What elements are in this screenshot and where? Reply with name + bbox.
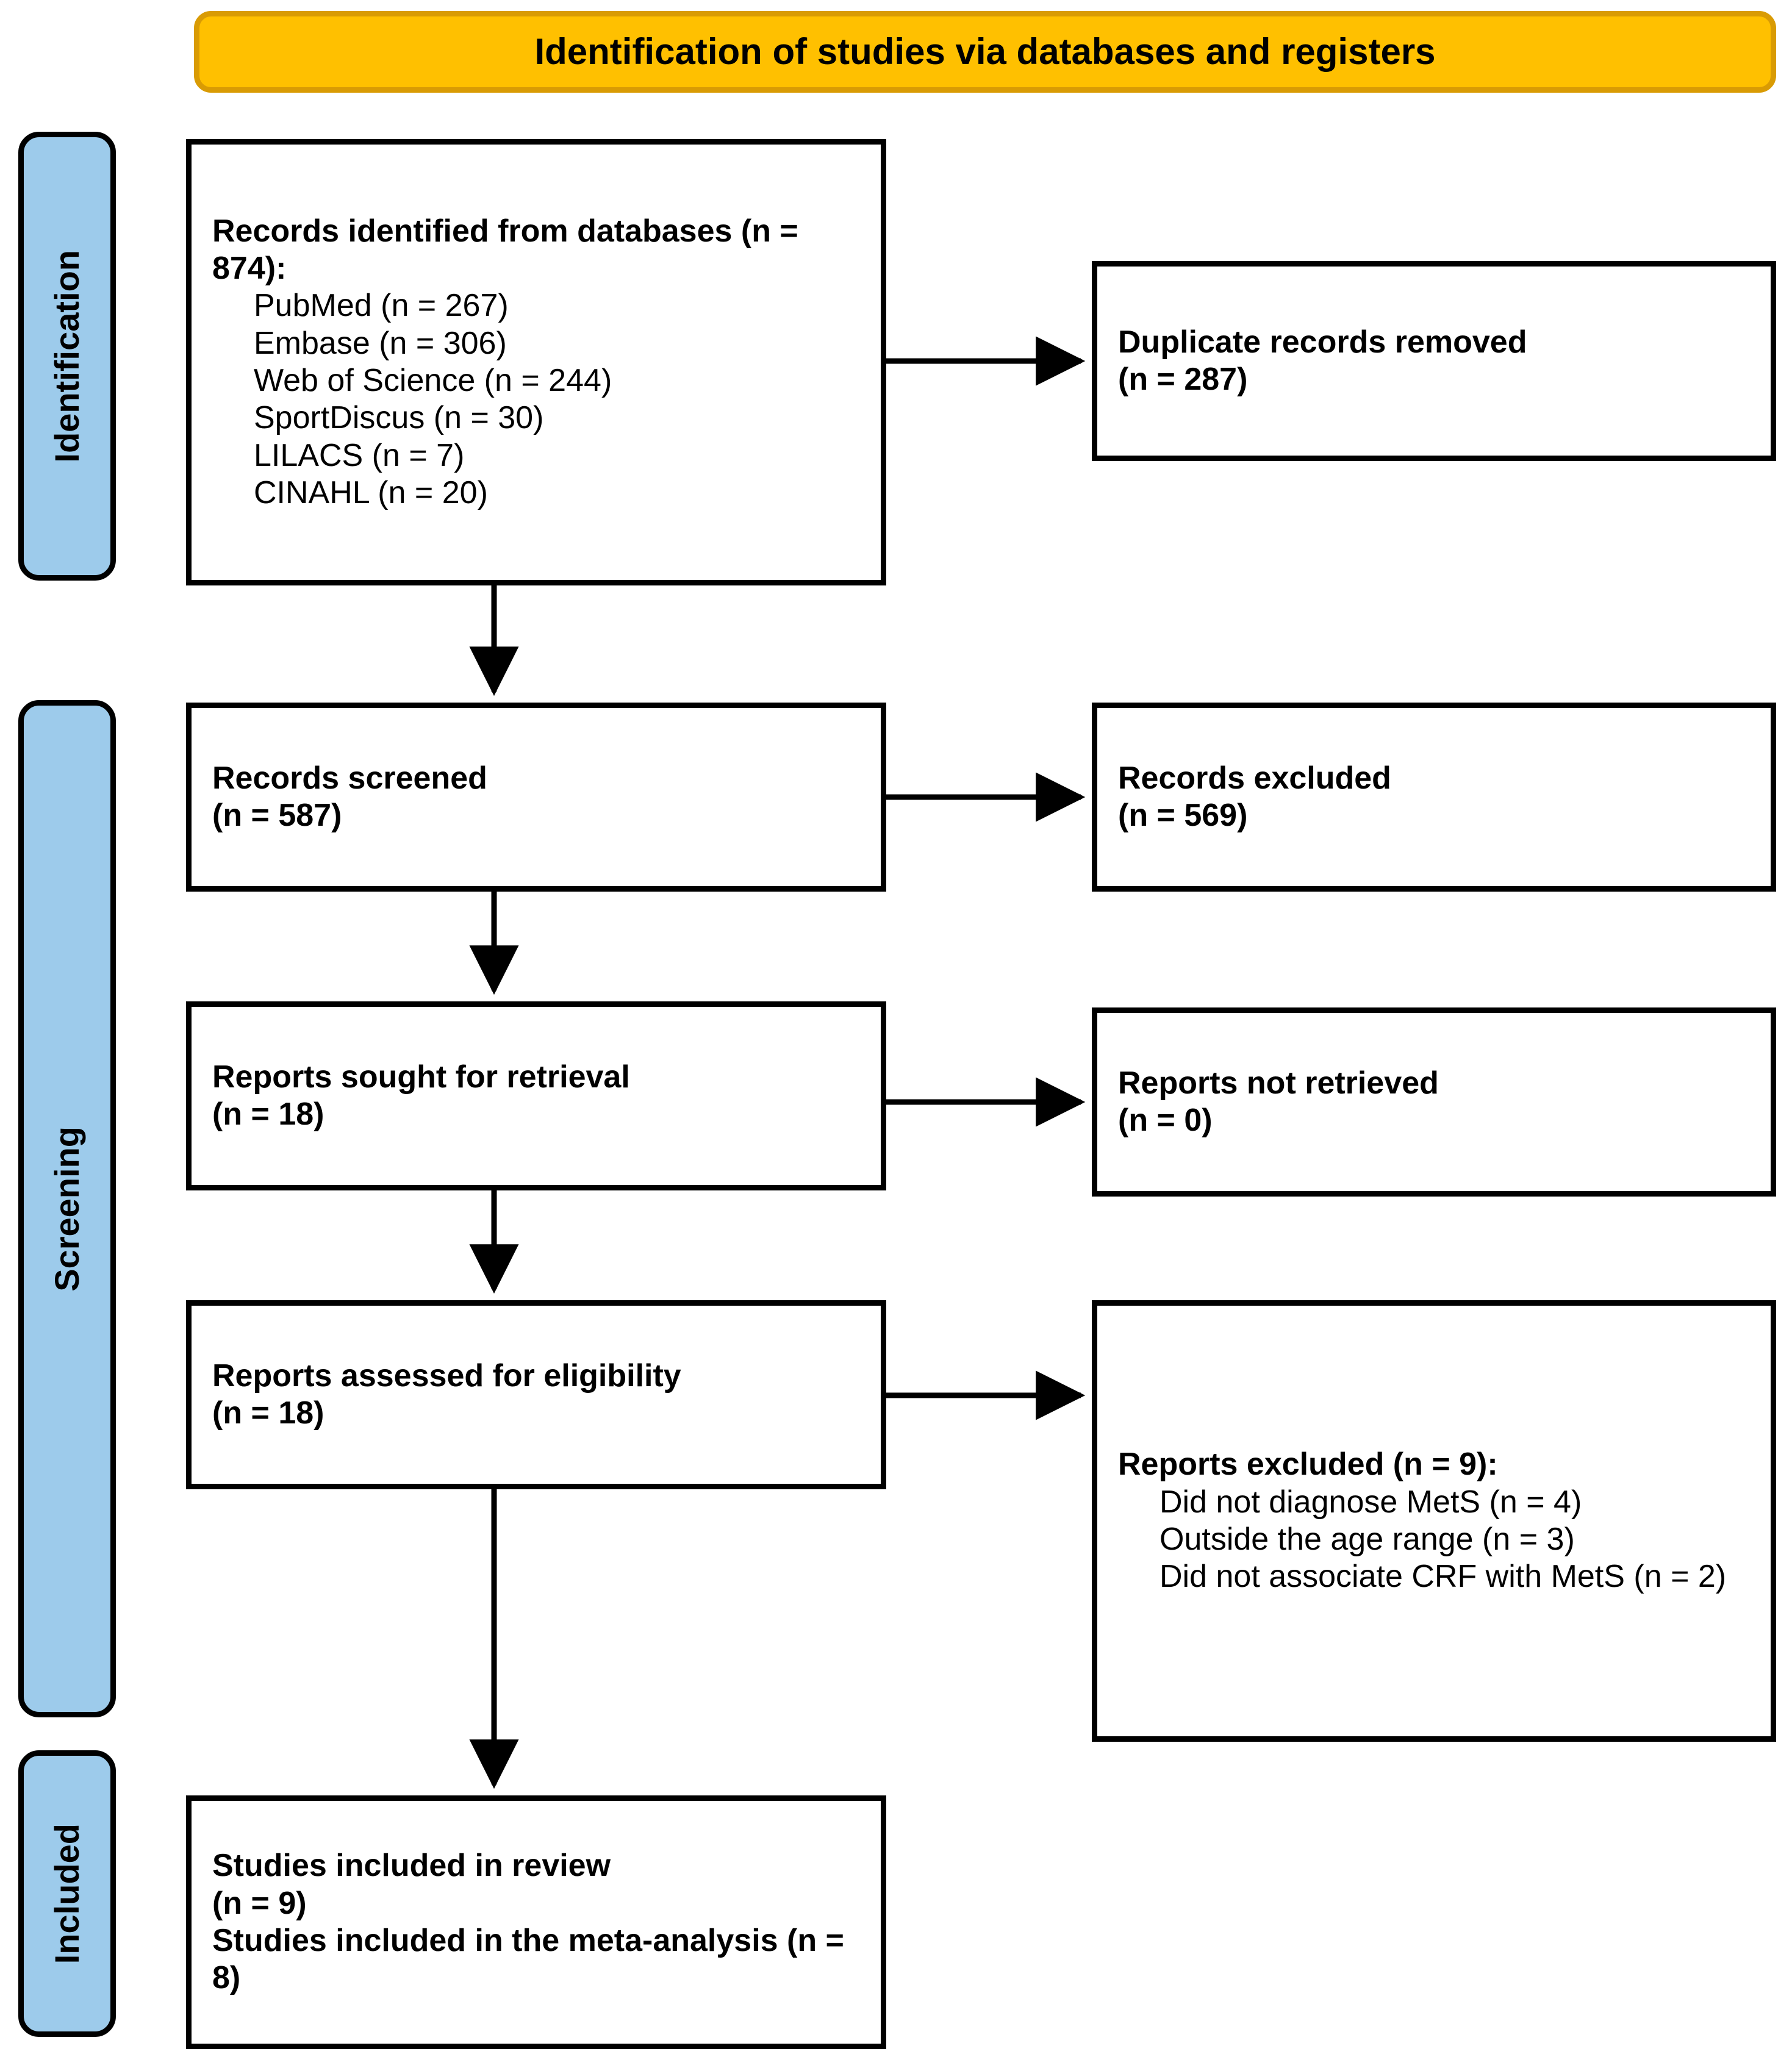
source-sportdiscus: SportDiscus (n = 30): [254, 400, 544, 436]
stage-bar-screening: Screening: [18, 700, 116, 1717]
box-records-identified: Records identified from databases (n = 8…: [186, 139, 886, 585]
stage-label-included: Included: [48, 1823, 86, 1964]
stage-bar-included: Included: [18, 1750, 116, 2037]
studies-included-review-label: Studies included in review: [212, 1848, 611, 1884]
source-web-of-science: Web of Science (n = 244): [254, 363, 612, 398]
records-excluded-label: Records excluded: [1118, 760, 1391, 796]
box-reports-sought: Reports sought for retrieval (n = 18): [186, 1001, 886, 1190]
box-records-screened: Records screened (n = 587): [186, 703, 886, 892]
reason-did-not-associate-crf: Did not associate CRF with MetS (n = 2): [1159, 1559, 1727, 1595]
box-duplicate-records-removed: Duplicate records removed (n = 287): [1092, 261, 1776, 461]
reports-sought-label: Reports sought for retrieval: [212, 1059, 630, 1095]
box-records-excluded: Records excluded (n = 569): [1092, 703, 1776, 892]
source-lilacs: LILACS (n = 7): [254, 437, 465, 473]
records-identified-heading: Records identified from databases (n = 8…: [212, 213, 808, 286]
reports-not-retrieved-label: Reports not retrieved: [1118, 1065, 1439, 1101]
records-screened-count: (n = 587): [212, 798, 342, 833]
source-embase: Embase (n = 306): [254, 325, 507, 361]
stage-label-identification: Identification: [48, 249, 86, 463]
records-screened-label: Records screened: [212, 760, 487, 796]
duplicate-records-label: Duplicate records removed: [1118, 324, 1527, 360]
reports-excluded-heading: Reports excluded (n = 9):: [1118, 1447, 1498, 1483]
stage-label-screening: Screening: [48, 1126, 86, 1292]
reports-not-retrieved-count: (n = 0): [1118, 1103, 1213, 1138]
box-reports-assessed: Reports assessed for eligibility (n = 18…: [186, 1300, 886, 1489]
stage-bar-identification: Identification: [18, 132, 116, 581]
page-title: Identification of studies via databases …: [534, 31, 1436, 72]
records-excluded-count: (n = 569): [1118, 798, 1248, 833]
studies-included-review-count: (n = 9): [212, 1885, 307, 1921]
box-reports-excluded: Reports excluded (n = 9): Did not diagno…: [1092, 1300, 1776, 1742]
header-banner: Identification of studies via databases …: [194, 11, 1776, 93]
reason-did-not-diagnose-mets: Did not diagnose MetS (n = 4): [1159, 1484, 1582, 1520]
studies-included-meta-label: Studies included in the meta-analysis (n…: [212, 1923, 853, 1996]
duplicate-records-count: (n = 287): [1118, 362, 1248, 397]
reports-assessed-label: Reports assessed for eligibility: [212, 1358, 681, 1394]
box-studies-included: Studies included in review (n = 9) Studi…: [186, 1795, 886, 2049]
reason-outside-age-range: Outside the age range (n = 3): [1159, 1522, 1575, 1557]
source-pubmed: PubMed (n = 267): [254, 288, 509, 324]
source-cinahl: CINAHL (n = 20): [254, 475, 488, 511]
reports-sought-count: (n = 18): [212, 1097, 324, 1132]
box-reports-not-retrieved: Reports not retrieved (n = 0): [1092, 1007, 1776, 1197]
reports-assessed-count: (n = 18): [212, 1395, 324, 1431]
